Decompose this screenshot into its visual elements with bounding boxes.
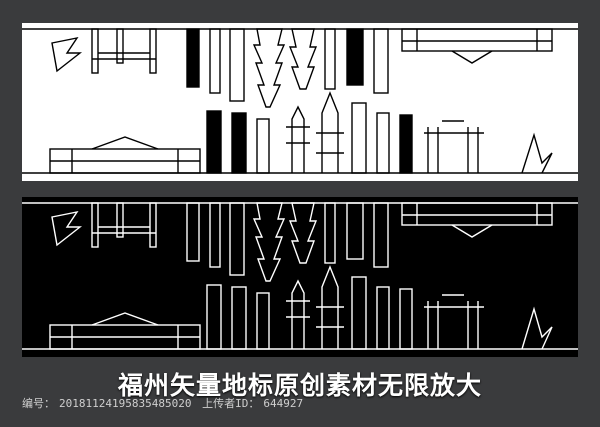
footer-info: 编号： 20181124195835485020 上传者ID：644927 (22, 395, 307, 411)
skyline-illustration-dark (22, 202, 578, 350)
id-label: 编号： (22, 397, 55, 410)
id-value: 20181124195835485020 (59, 397, 192, 410)
skyline-illustration-light (22, 28, 578, 174)
skyline-panel-dark (22, 197, 578, 357)
caption-title: 福州矢量地标原创素材无限放大 (117, 371, 482, 400)
uploader-label: 上传者ID： (202, 397, 260, 410)
uploader-value: 644927 (263, 397, 304, 410)
skyline-panel-light (22, 23, 578, 181)
